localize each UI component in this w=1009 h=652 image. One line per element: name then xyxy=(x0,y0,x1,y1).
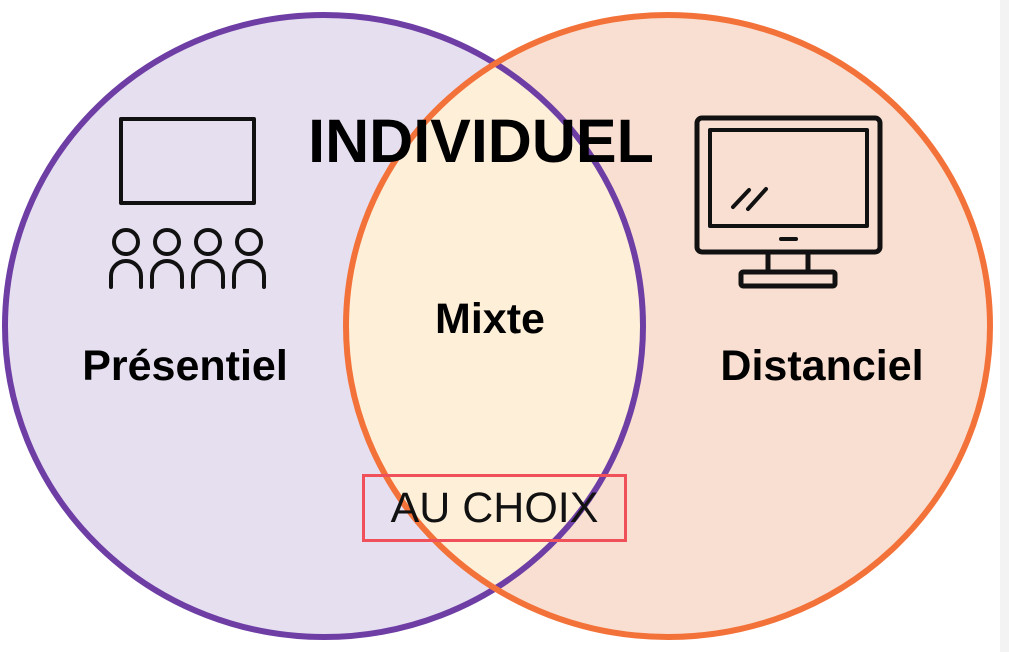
overlap-label-mixte: Mixte xyxy=(435,295,545,343)
left-circle-label-presentiel: Présentiel xyxy=(82,342,288,390)
au-choix-box: AU CHOIX xyxy=(362,474,627,542)
right-circle-label-distanciel: Distanciel xyxy=(720,342,924,390)
right-circle-outline xyxy=(343,12,993,640)
overlap-fill xyxy=(346,15,643,637)
scrollbar-track[interactable] xyxy=(1000,0,1009,652)
left-circle-outline xyxy=(2,12,646,640)
au-choix-label: AU CHOIX xyxy=(390,483,599,532)
classroom-audience-icon xyxy=(109,117,266,289)
diagram-title: INDIVIDUEL xyxy=(308,107,654,175)
desktop-monitor-icon xyxy=(694,115,883,289)
